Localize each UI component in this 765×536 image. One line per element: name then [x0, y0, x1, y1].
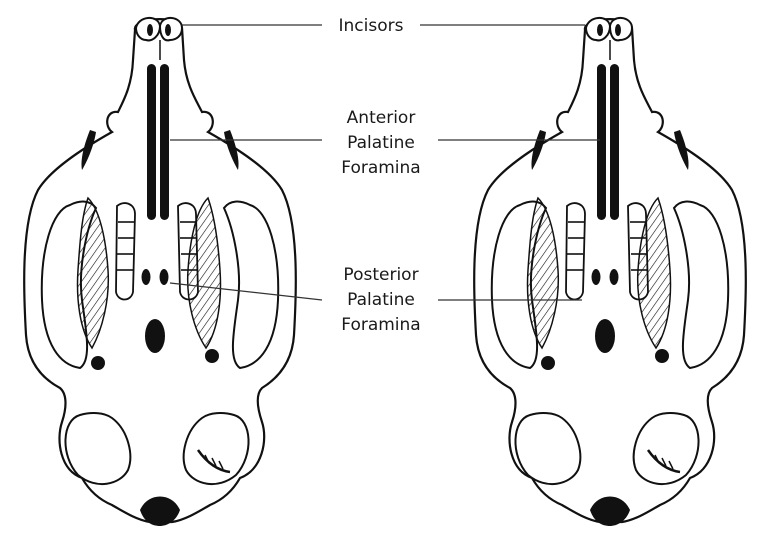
posterior-label-line1: Posterior	[343, 265, 418, 285]
posterior-label-line3: Foramina	[341, 315, 420, 335]
left-skull	[24, 18, 296, 526]
anterior-label-line1: Anterior	[347, 108, 416, 128]
posterior-label-line2: Palatine	[347, 290, 415, 310]
anterior-label-line2: Palatine	[347, 133, 415, 153]
right-skull	[474, 18, 746, 526]
anterior-label-line3: Foramina	[341, 158, 420, 178]
incisors-label: Incisors	[339, 16, 404, 36]
